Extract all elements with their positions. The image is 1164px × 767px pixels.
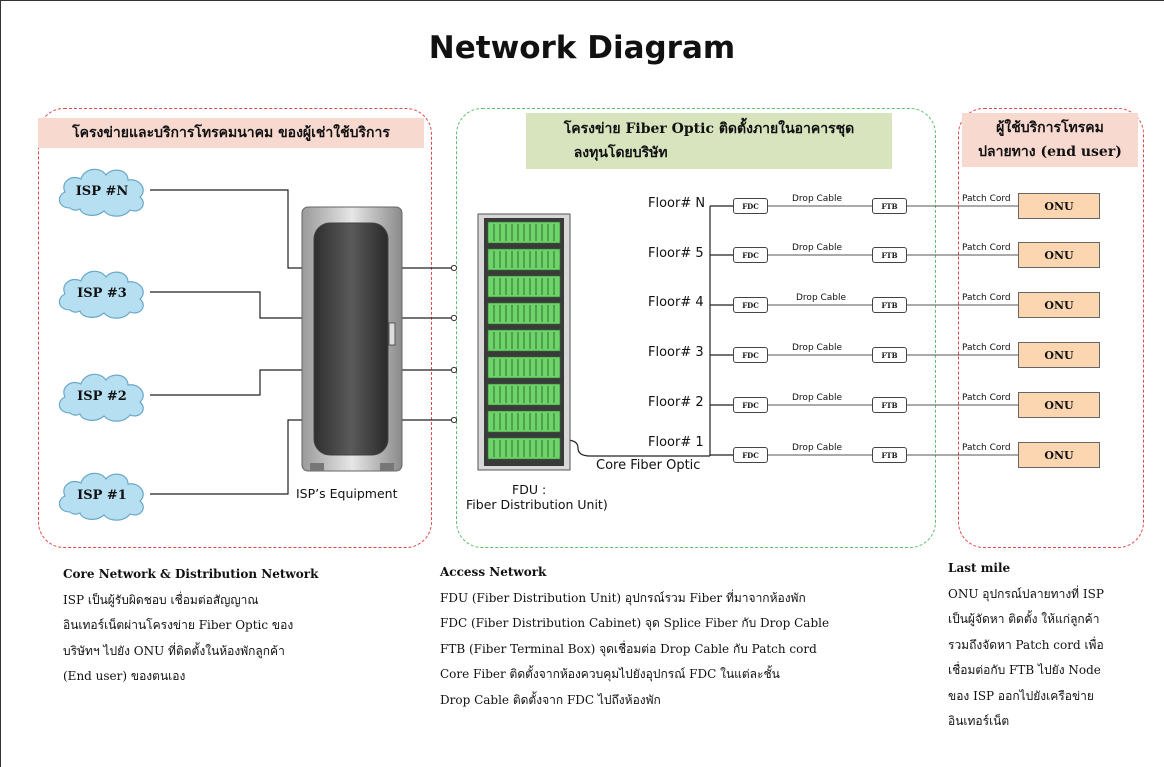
isp-label: ISP #1 <box>77 487 127 503</box>
patch-cord-label: Patch Cord <box>962 243 1011 253</box>
onu-box: ONU <box>1018 342 1100 368</box>
floor-label: Floor# 3 <box>648 345 704 360</box>
drop-cable-label: Drop Cable <box>792 243 843 253</box>
fdu-label-line1: FDU : <box>512 482 547 497</box>
fdc-box: FDC <box>733 297 768 313</box>
description-line: Core Fiber ติดตั้งจากห้องควบคุมไปยังอุปก… <box>440 667 780 681</box>
isp-cloud: ISP #1 <box>52 466 152 524</box>
cloud-icon <box>58 373 144 422</box>
page-title: Network Diagram <box>428 30 736 66</box>
onu-box: ONU <box>1018 392 1100 418</box>
end-user-header: ผู้ใช้บริการโทรคมปลายทาง (end user) <box>962 113 1138 167</box>
drop-cable-label: Drop Cable <box>796 293 847 303</box>
patch-cord-label: Patch Cord <box>962 293 1011 303</box>
isp-label: ISP #3 <box>77 285 127 301</box>
fdc-box: FDC <box>733 397 768 413</box>
floor-label: Floor# 1 <box>648 435 704 450</box>
fiber-header-line2: ลงทุนโดยบริษัท <box>573 145 668 161</box>
fdc-box: FDC <box>733 247 768 263</box>
fdc-box: FDC <box>733 347 768 363</box>
end-user-group <box>958 108 1144 548</box>
fdu-rack-icon <box>477 213 571 471</box>
fiber-optic-header: โครงข่าย Fiber Optic ติดตั้งภายในอาคารชุ… <box>526 113 892 169</box>
floor-label: Floor# N <box>648 196 706 211</box>
description-line: ONU อุปกรณ์ปลายทางที่ ISP <box>948 586 1104 601</box>
drop-cable-label: Drop Cable <box>792 194 843 204</box>
onu-box: ONU <box>1018 242 1100 268</box>
patch-cord-label: Patch Cord <box>962 393 1011 403</box>
onu-box: ONU <box>1018 292 1100 318</box>
isp-cloud: ISP #N <box>52 162 152 220</box>
drop-cable-label: Drop Cable <box>792 393 843 403</box>
description-line: รวมถึงจัดหา Patch cord เพื่อ <box>948 637 1104 652</box>
fiber-header-line1: โครงข่าย Fiber Optic ติดตั้งภายในอาคารชุ… <box>563 121 855 137</box>
server-cabinet-icon <box>301 206 403 472</box>
core-network-header: โครงข่ายและบริการโทรคมนาคม ของผู้เช่าใช้… <box>38 118 424 148</box>
onu-box: ONU <box>1018 442 1100 468</box>
isp-cloud: ISP #3 <box>52 264 152 322</box>
ftb-box: FTB <box>872 397 907 413</box>
user-header-line2: ปลายทาง (end user) <box>978 144 1122 160</box>
fdc-box: FDC <box>733 447 768 463</box>
core-description-heading: Core Network & Distribution Network <box>63 567 319 581</box>
description-line: FTB (Fiber Terminal Box) จุดเชื่อมต่อ Dr… <box>440 641 817 656</box>
floor-label: Floor# 4 <box>648 295 704 310</box>
fdu-label-line2: Fiber Distribution Unit) <box>466 497 608 512</box>
cloud-icon <box>58 270 144 319</box>
patch-cord-label: Patch Cord <box>962 194 1011 204</box>
fiber-optic-group <box>456 108 936 548</box>
ftb-box: FTB <box>872 447 907 463</box>
floor-label: Floor# 2 <box>648 395 704 410</box>
description-line: ของ ISP ออกไปยังเครือข่าย <box>948 688 1094 703</box>
last-mile-description: Last mile ONU อุปกรณ์ปลายทางที่ ISP เป็น… <box>948 556 1160 735</box>
isp-cloud: ISP #2 <box>52 367 152 425</box>
description-line: อินเทอร์เน็ตผ่านโครงข่าย Fiber Optic ของ <box>63 618 294 632</box>
access-network-description: Access Network FDU (Fiber Distribution U… <box>440 560 940 713</box>
description-line: FDC (Fiber Distribution Cabinet) จุด Spl… <box>440 616 830 630</box>
patch-cord-label: Patch Cord <box>962 343 1011 353</box>
core-network-description: Core Network & Distribution Network ISP … <box>63 562 443 690</box>
description-line: อินเทอร์เน็ต <box>948 714 1010 728</box>
description-line: เป็นผู้จัดหา ติดตั้ง ให้แก่ลูกค้า <box>948 612 1100 626</box>
floor-label: Floor# 5 <box>648 246 704 261</box>
cloud-icon <box>58 168 144 217</box>
isp-label: ISP #N <box>75 183 129 199</box>
ftb-box: FTB <box>872 198 907 214</box>
isp-equipment-label: ISP’s Equipment <box>296 486 398 501</box>
description-line: ISP เป็นผู้รับผิดชอบ เชื่อมต่อสัญญาณ <box>63 592 259 607</box>
user-header-line1: ผู้ใช้บริการโทรคม <box>996 120 1104 136</box>
description-line: Drop Cable ติดตั้งจาก FDC ไปถึงห้องพัก <box>440 692 661 707</box>
ftb-box: FTB <box>872 247 907 263</box>
access-description-heading: Access Network <box>440 565 547 579</box>
fdc-box: FDC <box>733 198 768 214</box>
ftb-box: FTB <box>872 297 907 313</box>
description-line: บริษัทฯ ไปยัง ONU ที่ติดตั้งในห้องพักลูก… <box>63 643 285 658</box>
description-line: FDU (Fiber Distribution Unit) อุปกรณ์รวม… <box>440 590 806 605</box>
onu-box: ONU <box>1018 193 1100 219</box>
last-mile-heading: Last mile <box>948 561 1011 575</box>
cloud-icon <box>58 472 144 521</box>
description-line: เชื่อมต่อกับ FTB ไปยัง Node <box>948 663 1101 677</box>
core-network-group <box>38 108 432 548</box>
ftb-box: FTB <box>872 347 907 363</box>
description-line: (End user) ของตนเอง <box>63 669 186 683</box>
drop-cable-label: Drop Cable <box>792 443 843 453</box>
patch-cord-label: Patch Cord <box>962 443 1011 453</box>
isp-label: ISP #2 <box>77 388 127 404</box>
core-fiber-label: Core Fiber Optic <box>596 458 701 473</box>
drop-cable-label: Drop Cable <box>792 343 843 353</box>
